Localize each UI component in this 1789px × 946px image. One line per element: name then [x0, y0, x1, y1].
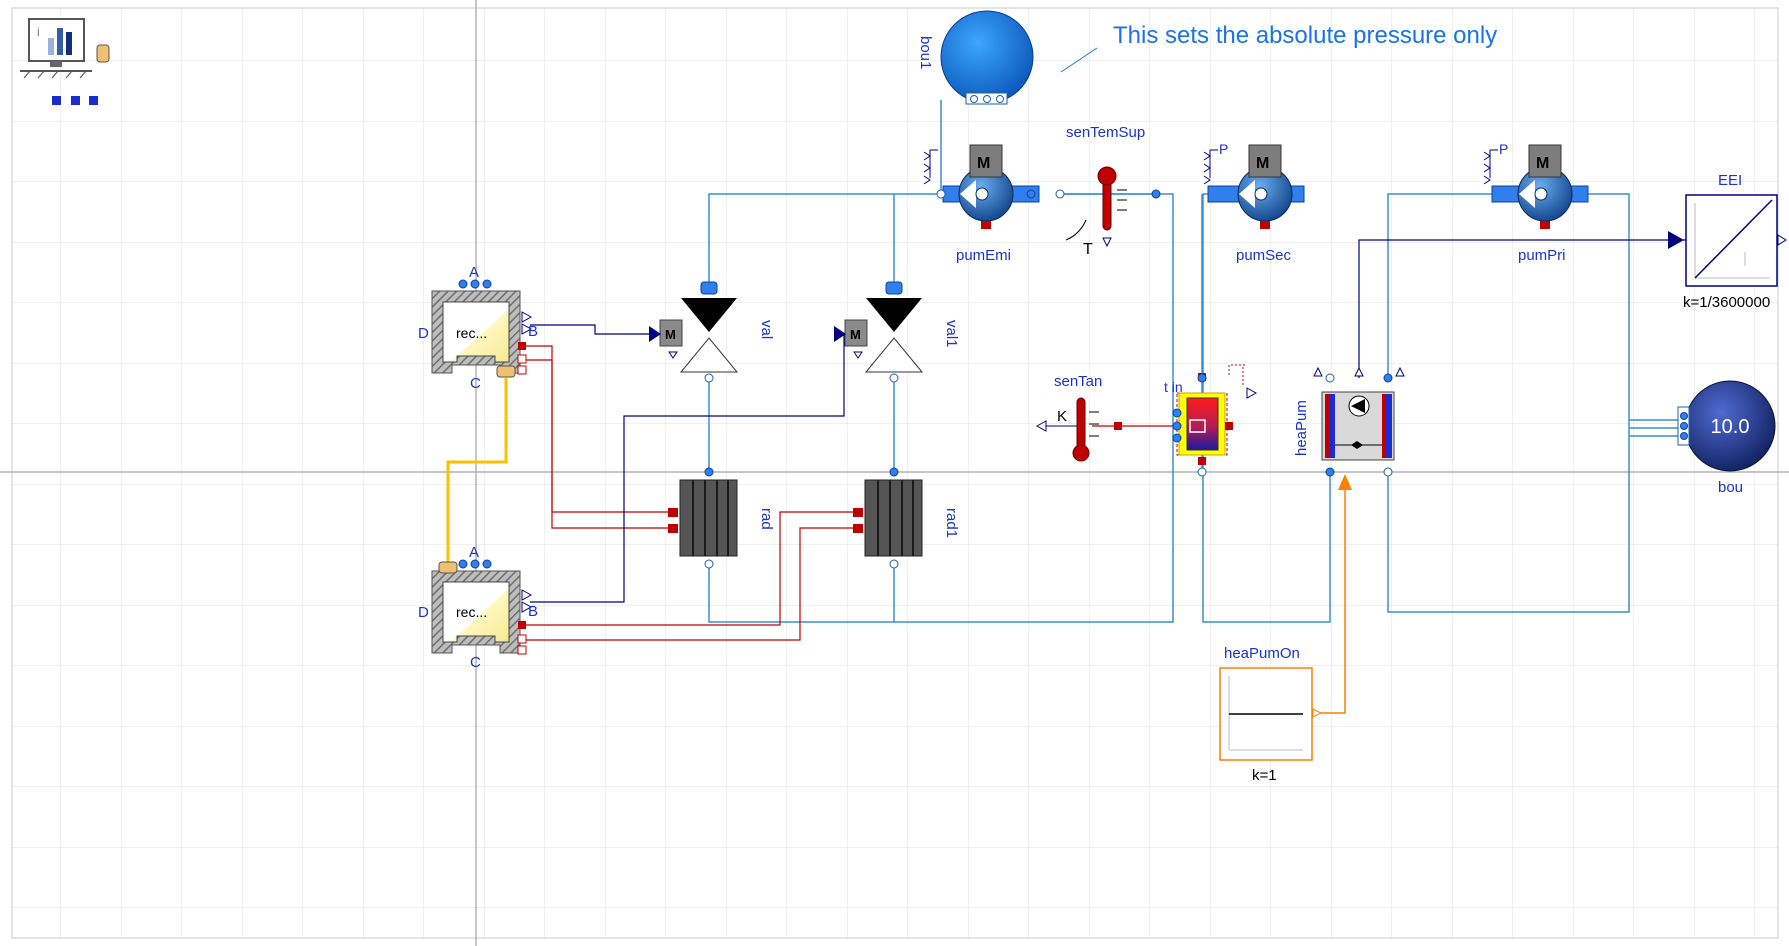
- boundary-bou1[interactable]: [940, 10, 1034, 105]
- radiator-rad-label: rad: [758, 508, 775, 530]
- zone-1-port-c: C: [470, 375, 481, 392]
- pump-pumPri[interactable]: [1483, 144, 1589, 229]
- senTemSup-label: senTemSup: [1066, 124, 1145, 141]
- zone-2-port-c: C: [470, 654, 481, 671]
- heat-connections: [520, 345, 1186, 641]
- valve-val1-motor: M: [850, 327, 861, 342]
- EEI-label: EEI: [1718, 172, 1742, 189]
- tank-label: t in: [1164, 379, 1183, 395]
- radiator-rad1-label: rad1: [943, 508, 960, 538]
- pumEmi-label: pumEmi: [956, 247, 1011, 264]
- signal-connections: [530, 239, 1686, 603]
- zone-1-label: rec...: [456, 325, 487, 341]
- bou-label: bou: [1718, 479, 1743, 496]
- EEI-param: k=1/3600000: [1683, 294, 1770, 311]
- valve-val[interactable]: [649, 281, 739, 383]
- sensor-senTan[interactable]: [1035, 397, 1122, 462]
- zone-2-port-b: B: [528, 603, 538, 620]
- senTemSup-T: T: [1083, 241, 1093, 258]
- radiator-rad1[interactable]: [853, 467, 923, 569]
- boolean-connection: [1313, 490, 1346, 714]
- zone-rec-2[interactable]: [431, 559, 533, 655]
- senTan-label: senTan: [1054, 373, 1102, 390]
- valve-val1-label: val1: [943, 320, 960, 348]
- valve-val1[interactable]: [834, 281, 924, 383]
- gain-block-EEI[interactable]: [1668, 194, 1787, 287]
- zone-2-port-d: D: [418, 604, 429, 621]
- svg-text:i: i: [37, 25, 40, 39]
- pumSec-label: pumSec: [1236, 247, 1292, 264]
- pump-pumSec[interactable]: [1203, 144, 1305, 229]
- heaPumOn-label: heaPumOn: [1224, 645, 1300, 662]
- valve-val-label: val: [758, 320, 775, 339]
- pumPri-label: pumPri: [1518, 247, 1566, 264]
- heat-pump-heaPum[interactable]: [1313, 366, 1405, 490]
- simulation-settings-icon[interactable]: i: [20, 18, 110, 105]
- zone-1-port-b: B: [528, 323, 538, 340]
- constant-block-heaPumOn[interactable]: [1219, 667, 1323, 761]
- heaPum-label: heaPum: [1293, 400, 1310, 456]
- bou1-label: bou1: [917, 36, 934, 69]
- pump-pumEmi[interactable]: [923, 144, 1040, 229]
- pumPri-P: P: [1499, 141, 1508, 157]
- bou-value: 10.0: [1711, 416, 1750, 438]
- senTan-K: K: [1057, 408, 1067, 425]
- pumSec-P: P: [1219, 141, 1228, 157]
- bus-connection: [446, 378, 508, 568]
- zone-2-label: rec...: [456, 604, 487, 620]
- heaPumOn-param: k=1: [1252, 767, 1277, 784]
- storage-tank[interactable]: [1172, 364, 1258, 477]
- pumEmi-motor: M: [977, 155, 990, 172]
- zone-1-port-a: A: [469, 264, 479, 281]
- pumSec-motor: M: [1256, 155, 1269, 172]
- zone-rec-1[interactable]: [431, 279, 533, 378]
- radiator-rad[interactable]: [668, 467, 738, 569]
- sensor-senTemSup[interactable]: [1055, 166, 1161, 248]
- pumPri-motor: M: [1536, 155, 1549, 172]
- valve-val-motor: M: [665, 327, 676, 342]
- zone-1-port-d: D: [418, 325, 429, 342]
- annotation-text: This sets the absolute pressure only: [1113, 22, 1497, 49]
- boundary-bou[interactable]: [1677, 380, 1776, 472]
- annotation-leader: [1060, 47, 1098, 73]
- zone-2-port-a: A: [469, 544, 479, 561]
